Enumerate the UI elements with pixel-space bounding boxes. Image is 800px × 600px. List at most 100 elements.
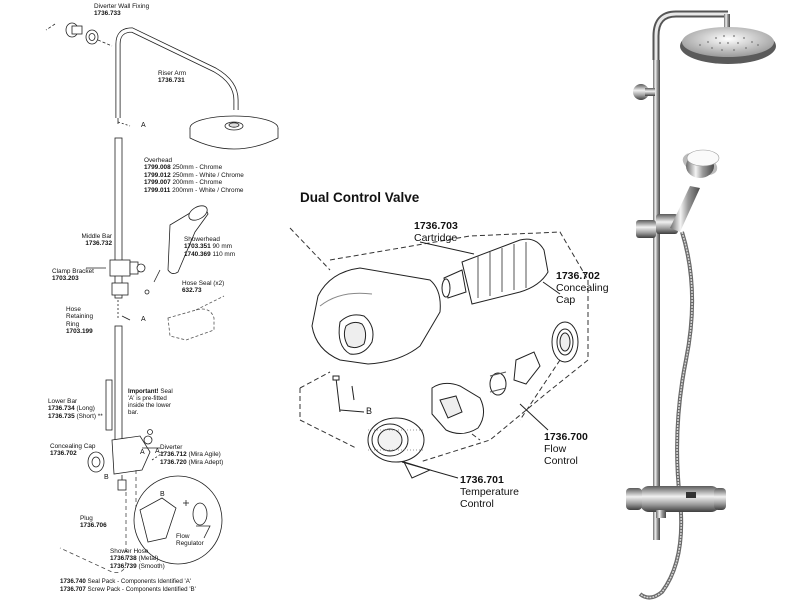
label-name: Diverter Wall Fixing xyxy=(94,3,150,10)
plug-part xyxy=(117,475,127,491)
label-code: 1736.732 xyxy=(85,240,112,248)
diverter-wall-fixing-part xyxy=(45,22,113,47)
label-cartridge: 1736.703 Cartridge xyxy=(414,220,458,244)
label-code: 1736.701 xyxy=(460,474,504,486)
letter-b: B xyxy=(104,474,109,481)
screw-pack-note: 1736.707 Screw Pack - Components Identif… xyxy=(60,586,196,593)
concealing-cap-part xyxy=(551,321,579,363)
label-name: Hose Seal (x2) xyxy=(182,280,225,287)
label-middle-bar: Middle Bar 1736.732 xyxy=(60,233,112,248)
overhead-row: 1799.008 250mm - Chrome xyxy=(144,164,223,172)
letter-a: A xyxy=(141,122,146,129)
label-name: Middle Bar xyxy=(81,233,112,240)
lower-bar-row: 1736.735 (Short) ** xyxy=(48,412,103,420)
showerhead-row: 1703.351 90 mm xyxy=(184,243,232,251)
showerhead-row: 1740.369 110 mm xyxy=(184,250,236,258)
label-name: Overhead xyxy=(144,157,173,164)
temperature-control-part xyxy=(367,417,432,479)
seal-pack-note: 1736.740 Seal Pack - Components Identifi… xyxy=(60,578,192,585)
overhead-row: 1799.007 200mm - Chrome xyxy=(144,179,223,187)
label-name: Shower Hose xyxy=(110,548,149,555)
label-shower-hose: Shower Hose 1736.738 (Metal) 1736.739 (S… xyxy=(110,548,165,570)
letter-a: A xyxy=(141,316,146,323)
letter-a: A xyxy=(155,448,160,455)
label-line: Control xyxy=(460,498,494,510)
left-exploded-view xyxy=(45,22,279,573)
label-name: Cartridge xyxy=(414,232,458,244)
valve-body-part xyxy=(311,267,441,365)
label-hose-seal: Hose Seal (x2) 632.73 xyxy=(182,280,224,295)
note-text: 'A' is pre-fitted xyxy=(128,395,167,402)
label-code: 1703.199 xyxy=(66,328,93,336)
shower-hose-row: 1736.738 (Metal) xyxy=(110,555,159,563)
note-text: bar. xyxy=(128,409,139,416)
screw-parts xyxy=(332,375,365,413)
label-showerhead: Showerhead 1703.351 90 mm 1740.369 110 m… xyxy=(184,236,235,258)
diverter-part xyxy=(87,435,165,475)
label-code: 1736.700 xyxy=(544,431,588,443)
note-text: inside the lower xyxy=(128,402,171,409)
label-line: Temperature xyxy=(460,486,519,498)
label-line: Hose xyxy=(66,306,81,313)
label-code: 1736.702 xyxy=(556,270,600,282)
riser-arm-part xyxy=(115,27,239,127)
label-clamp-bracket: Clamp Bracket 1703.203 xyxy=(52,268,94,283)
label-name: Riser Arm xyxy=(158,70,187,77)
label-name: Showerhead xyxy=(184,236,220,243)
flow-control-parts xyxy=(431,351,541,434)
note-text: Seal xyxy=(158,388,173,395)
label-line: Regulator xyxy=(176,540,204,548)
product-photo xyxy=(626,10,776,600)
label-line: Concealing xyxy=(556,282,609,294)
label-line: Ring xyxy=(66,320,80,328)
cartridge-part xyxy=(419,238,549,305)
diverter-row: 1736.720 (Mira Adept) xyxy=(160,458,224,466)
dual-control-valve-title: Dual Control Valve xyxy=(300,190,420,205)
label-name: Plug xyxy=(80,515,93,522)
label-line: Cap xyxy=(556,294,576,306)
label-diverter-wall-fixing: Diverter Wall Fixing 1736.733 xyxy=(94,3,149,18)
label-code: 632.73 xyxy=(182,287,202,295)
label-line: Control xyxy=(544,455,578,467)
label-code: 1736.702 xyxy=(50,450,77,458)
label-code: 1736.706 xyxy=(80,522,107,530)
flow-regulator-detail xyxy=(133,475,223,565)
label-code: 1736.733 xyxy=(94,10,121,18)
middle-bar-part xyxy=(114,137,123,299)
lower-bar-part xyxy=(105,325,123,442)
overhead-part xyxy=(189,115,279,150)
label-name: Diverter xyxy=(160,444,183,451)
label-code: 1703.203 xyxy=(52,275,79,283)
label-code: 1736.703 xyxy=(414,220,458,232)
ghost-bracket-part xyxy=(167,295,225,341)
label-concealing-cap-left: Concealing Cap 1736.702 xyxy=(50,443,95,458)
label-name: Clamp Bracket xyxy=(52,268,94,275)
overhead-row: 1799.012 250mm - White / Chrome xyxy=(144,171,244,179)
label-code: 1736.731 xyxy=(158,77,185,85)
important-note: Important! Seal 'A' is pre-fitted inside… xyxy=(128,388,173,416)
lower-bar-row: 1736.734 (Long) xyxy=(48,405,95,413)
label-temperature-control: 1736.701 Temperature Control xyxy=(460,474,519,510)
showerhead-part xyxy=(153,205,209,283)
label-flow-control: 1736.700 Flow Control xyxy=(544,431,588,467)
label-lower-bar: Lower Bar 1736.734 (Long) 1736.735 (Shor… xyxy=(48,398,103,420)
label-name: Concealing Cap xyxy=(50,443,96,450)
label-overhead: Overhead 1799.008 250mm - Chrome 1799.01… xyxy=(144,157,244,194)
valve-exploded-view xyxy=(289,227,589,479)
label-flow-regulator: Flow Regulator xyxy=(176,533,204,548)
overhead-row: 1799.011 200mm - White / Chrome xyxy=(144,186,244,194)
label-name: Lower Bar xyxy=(48,398,78,405)
diverter-row: 1736.712 (Mira Agile) xyxy=(160,451,221,459)
label-concealing-cap-right: 1736.702 Concealing Cap xyxy=(556,270,609,306)
shower-hose-row: 1736.739 (Smooth) xyxy=(110,562,165,570)
letter-b: B xyxy=(366,406,373,416)
label-line: Flow xyxy=(544,443,567,455)
label-diverter: Diverter 1736.712 (Mira Agile) 1736.720 … xyxy=(160,444,223,466)
label-line: Flow xyxy=(176,533,190,540)
letter-a: A xyxy=(140,449,145,456)
label-plug: Plug 1736.706 xyxy=(80,515,107,530)
label-riser-arm: Riser Arm 1736.731 xyxy=(158,70,186,85)
letter-b: B xyxy=(160,491,165,498)
